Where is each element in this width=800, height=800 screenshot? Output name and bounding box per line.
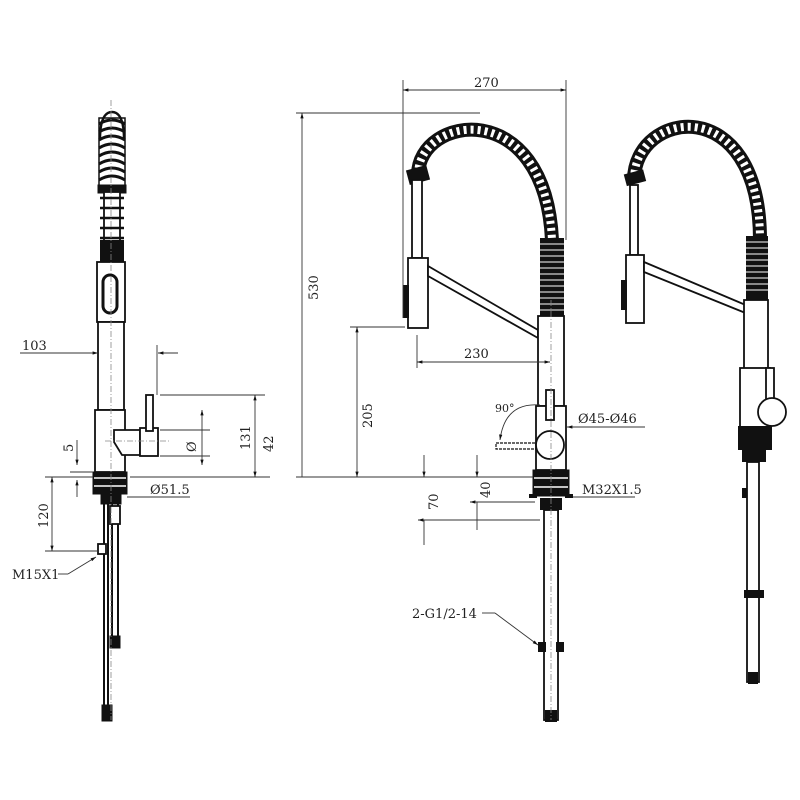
front-handle-lever <box>545 389 555 421</box>
side-spring-coil <box>97 110 127 268</box>
side-hose-fitting <box>97 543 107 555</box>
dim-body-diameter: Ø45-Ø46 <box>578 412 637 427</box>
dim-body-height: 42 <box>262 435 277 452</box>
handle-rotation-arc <box>499 404 541 441</box>
front-view: 270 530 205 230 90° Ø45-Ø46 M32X1.5 40 <box>296 76 645 722</box>
front-spring-sleeve <box>540 238 564 316</box>
perspective-view <box>621 119 787 684</box>
dim-handle-height: 131 <box>239 425 254 450</box>
side-handle-knob <box>139 427 159 457</box>
dim-shank-70: 70 <box>427 493 442 510</box>
dim-spout-reach-side: 103 <box>22 339 47 354</box>
dim-handle-rotation: 90° <box>495 402 515 415</box>
dim-shank-40: 40 <box>479 481 494 498</box>
side-handle-lever <box>145 394 154 432</box>
dim-spout-reach-front: 230 <box>464 347 489 362</box>
dim-inlet-thread: 2-G1/2-14 <box>412 607 477 622</box>
front-handle-knob <box>535 430 565 460</box>
dim-spout-height: 205 <box>361 403 376 428</box>
front-handle-rotated-ghost <box>495 442 537 450</box>
front-pull-hose <box>411 179 423 259</box>
dim-gap: 5 <box>62 444 77 452</box>
front-spray-head <box>407 257 429 329</box>
side-base-ring <box>92 471 128 495</box>
dim-mount-thread: M32X1.5 <box>582 483 642 498</box>
dim-overall-height: 530 <box>307 275 322 300</box>
dim-hose-thread: M15X1 <box>12 568 59 583</box>
dim-overall-width: 270 <box>474 76 499 91</box>
side-handle-hub <box>113 429 141 456</box>
front-spring-coil <box>405 122 559 241</box>
side-view: 103 42 131 Ø 5 Ø51.5 120 M15X1 <box>12 100 277 722</box>
dim-hose-length: 120 <box>37 503 52 528</box>
dim-base-diameter: Ø51.5 <box>150 483 190 498</box>
side-dimensions: 103 42 131 Ø 5 Ø51.5 120 M15X1 <box>12 339 277 583</box>
front-spout-arm <box>427 264 539 340</box>
dim-handle-diameter: Ø <box>185 441 200 452</box>
front-dimensions: 270 530 205 230 90° Ø45-Ø46 M32X1.5 40 <box>296 76 645 646</box>
